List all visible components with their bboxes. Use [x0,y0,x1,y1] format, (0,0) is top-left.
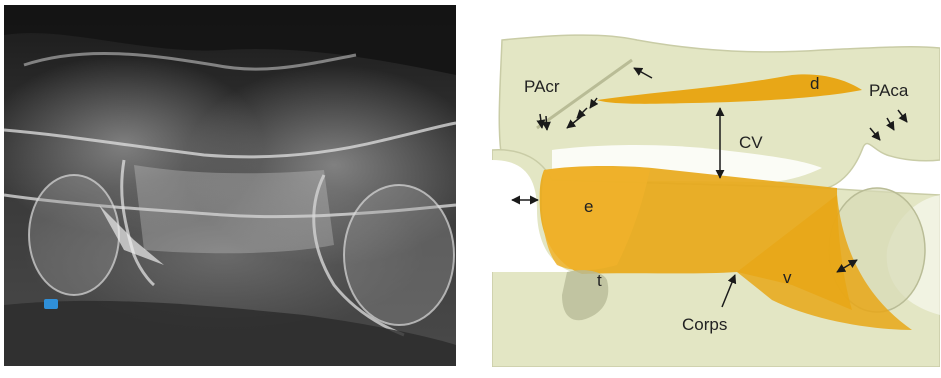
label-pa-cranial: PAcr [524,77,560,96]
diagram-svg: PAcr PAca d CV e v t Corps [492,10,940,367]
label-dorsal: d [810,74,819,93]
label-ventral: v [783,268,792,287]
label-body: Corps [682,315,727,334]
label-epiphysis: e [584,197,593,216]
label-pa-caudal: PAca [869,81,909,100]
vertebra-diagram: PAcr PAca d CV e v t Corps [492,10,940,367]
radiograph-svg [4,5,456,366]
label-tubercle: t [597,271,602,290]
blue-marker [44,299,58,309]
radiograph-image [4,5,456,366]
label-vertebral-canal: CV [739,133,763,152]
